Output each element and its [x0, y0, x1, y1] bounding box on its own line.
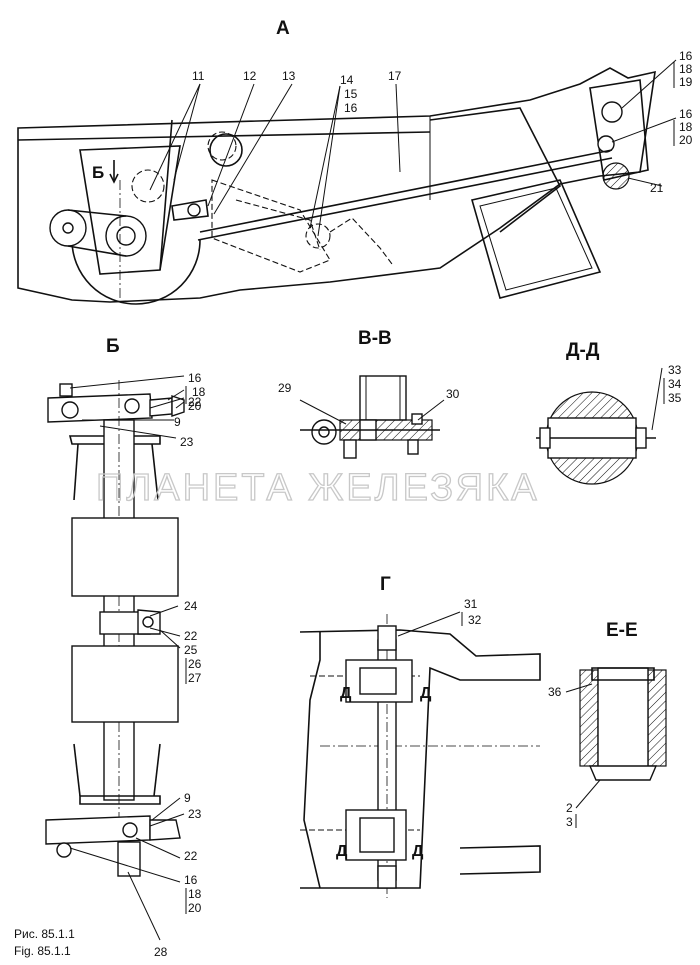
view-b-title: Б — [106, 336, 120, 357]
callout-label: 27 — [188, 671, 202, 685]
callout-label: 16 — [188, 371, 202, 385]
callout-label: 20 — [188, 399, 202, 413]
callout-label: 22 — [188, 395, 202, 409]
callout-label: 15 — [344, 87, 358, 101]
view-vv-title: В-В — [358, 328, 392, 349]
crossmember-box — [470, 179, 602, 299]
callout-label: 18 — [188, 887, 202, 901]
leaders-view-a — [149, 59, 677, 237]
callout-label: 13 — [282, 69, 296, 83]
callout-label: 30 — [446, 387, 460, 401]
callout-label: 25 — [184, 643, 198, 657]
callout-label: 11 — [192, 69, 205, 83]
callout-label: 2 — [566, 801, 573, 815]
callout-label: 32 — [468, 613, 482, 627]
callout-label: 22 — [184, 629, 198, 643]
callout-label: 18 — [679, 62, 693, 76]
callout-label: 26 — [188, 657, 202, 671]
callout-label: 21 — [650, 181, 664, 195]
tube-lower — [71, 645, 179, 723]
callout-label: 34 — [668, 377, 682, 391]
callout-label: 23 — [188, 807, 202, 821]
callout-label: 22 — [184, 849, 198, 863]
callout-label: 9 — [174, 415, 181, 429]
watermark: ПЛАНЕТА ЖЕЛЕЗЯКА — [96, 467, 540, 509]
callout-label: 18 — [192, 385, 206, 399]
callout-label: 12 — [243, 69, 257, 83]
callout-label: 20 — [188, 901, 202, 915]
view-g: Г Д Д Д Д 31 32 — [299, 574, 541, 898]
view-vv: В-В 29 30 — [278, 328, 460, 459]
view-a-title: А — [276, 18, 290, 39]
view-dd: Д-Д 33 34 35 — [536, 340, 682, 485]
callout-label: 16 — [344, 101, 358, 115]
callout-label: 23 — [180, 435, 194, 449]
callout-label: 14 — [340, 73, 354, 87]
rod-17 — [199, 149, 613, 233]
callout-label: 16 — [679, 107, 693, 121]
callout-label: 17 — [388, 69, 402, 83]
section-marker-b: Б — [92, 163, 104, 182]
callout-label: 35 — [668, 391, 682, 405]
callout-label: 33 — [668, 363, 682, 377]
shaft-21 — [602, 162, 630, 190]
section-marker-d-upper: Д — [340, 685, 352, 702]
callout-label: 18 — [679, 120, 693, 134]
callout-label: 29 — [278, 381, 292, 395]
callout-label: 24 — [184, 599, 198, 613]
pin-circle-upper — [601, 101, 623, 123]
frame-outline — [17, 67, 656, 303]
view-ee: Е-Е 36 2 3 — [548, 620, 667, 829]
leaders-view-b — [69, 375, 185, 941]
section-marker-d-upper-right: Д — [420, 685, 432, 702]
view-dd-title: Д-Д — [566, 340, 600, 361]
view-ee-title: Е-Е — [606, 620, 638, 641]
view-b: Б — [45, 336, 206, 959]
callout-label: 20 — [679, 133, 693, 147]
callout-label: 3 — [566, 815, 573, 829]
view-g-title: Г — [380, 574, 391, 595]
section-marker-d-lower: Д — [336, 843, 348, 860]
view-a: А Б — [17, 18, 693, 305]
tube-upper — [71, 517, 179, 597]
callout-label: 36 — [548, 685, 562, 699]
callout-label: 31 — [464, 597, 478, 611]
callout-label: 16 — [679, 49, 693, 63]
caption-ru: Рис. 85.1.1 — [14, 927, 75, 941]
caption-en: Fig. 85.1.1 — [14, 944, 71, 958]
callout-label: 28 — [154, 945, 168, 959]
section-marker-d-lower-right: Д — [412, 843, 424, 860]
callout-label: 16 — [184, 873, 198, 887]
callout-label: 9 — [184, 791, 191, 805]
callout-label: 19 — [679, 75, 693, 89]
